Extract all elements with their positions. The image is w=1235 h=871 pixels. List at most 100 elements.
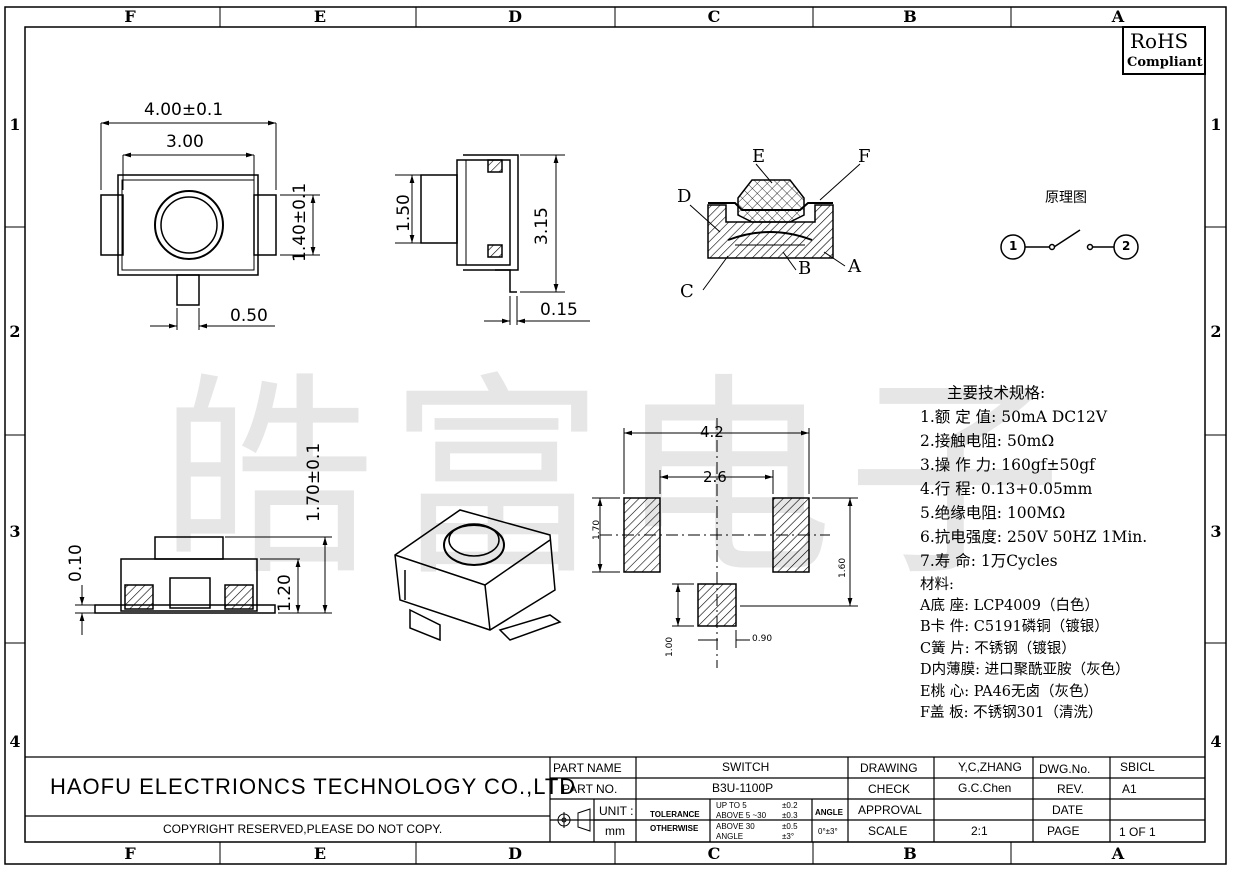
zone-row-2-right: 2: [1210, 322, 1222, 341]
tol-value: ±0.5: [782, 822, 798, 831]
dim-front-body: 1.20: [275, 574, 295, 612]
callout-c: C: [680, 281, 694, 302]
spec-item: 5.绝缘电阻: 100MΩ: [920, 504, 1066, 522]
zone-row-1-right: 1: [1210, 115, 1222, 134]
top-view: [100, 120, 320, 330]
cross-section: [689, 163, 861, 291]
frame: [4, 6, 1227, 865]
unit-value: mm: [605, 824, 625, 838]
zone-row-3-right: 3: [1210, 522, 1222, 541]
tol-value: ±3°: [782, 832, 795, 841]
material-item: A底 座: LCP4009（白色）: [920, 598, 1099, 614]
zone-col-e: E: [313, 7, 327, 26]
spec-item: 2.接触电阻: 50mΩ: [920, 432, 1055, 450]
side-view: [395, 154, 590, 325]
zone-col-a-bottom: A: [1111, 844, 1125, 863]
pad-layout: [592, 418, 858, 668]
materials-title: 材料:: [920, 577, 954, 593]
callout-d: D: [677, 186, 692, 207]
dim-top-pin: 0.50: [230, 306, 268, 326]
isometric-view: [394, 509, 562, 642]
watermark: 皓富电子: [160, 354, 1076, 605]
callout-b: B: [798, 258, 812, 279]
dim-pad-small-h: 1.00: [665, 636, 675, 657]
tolerance-label: TOLERANCE: [650, 810, 700, 819]
date-label: DATE: [1052, 803, 1084, 817]
principle-label: 原理图: [1045, 190, 1087, 206]
otherwise-label: OTHERWISE: [650, 824, 699, 833]
dim-pad-span: 1.60: [838, 557, 848, 578]
spec-item: 7.寿 命: 1万Cycles: [920, 552, 1058, 570]
material-item: D内薄膜: 进口聚酰亚胺（灰色）: [920, 662, 1130, 678]
spec-item: 6.抗电强度: 250V 50HZ 1Min.: [920, 528, 1148, 546]
check-value: G.C.Chen: [958, 781, 1012, 795]
spec-item: 4.行 程: 0.13+0.05mm: [920, 480, 1093, 498]
tol-value: ±0.2: [782, 801, 798, 810]
principle-diagram: [1000, 229, 1139, 260]
zone-col-f-bottom: F: [124, 844, 136, 863]
zone-col-d-bottom: D: [508, 844, 522, 863]
zone-row-1: 1: [9, 115, 21, 134]
title-block-grid: [25, 756, 1205, 842]
part-no-label: PART NO.: [562, 782, 618, 796]
zone-col-b: B: [903, 7, 917, 26]
copyright-notice: COPYRIGHT RESERVED,PLEASE DO NOT COPY.: [163, 822, 443, 836]
dim-side-height: 3.15: [532, 207, 552, 245]
projection-symbol: [556, 808, 591, 832]
zone-row-3: 3: [9, 522, 21, 541]
scale-label: SCALE: [868, 824, 908, 838]
callout-a: A: [848, 256, 861, 277]
page-label: PAGE: [1047, 824, 1080, 838]
drawing-value: Y,C,ZHANG: [958, 760, 1022, 774]
dim-pad-small-w: 0.90: [752, 634, 773, 644]
approval-label: APPROVAL: [858, 803, 922, 817]
rohs-label: RoHS: [1130, 29, 1189, 53]
zone-col-c: C: [707, 7, 721, 26]
rohs-compliant-label: Compliant: [1127, 55, 1203, 70]
scale-value: 2:1: [971, 824, 988, 838]
material-item: E桃 心: PA46无卤（灰色）: [920, 684, 1099, 700]
zone-row-2: 2: [9, 322, 21, 341]
rev-label: REV.: [1057, 782, 1084, 796]
zone-col-c-bottom: C: [707, 844, 721, 863]
zone-col-d: D: [508, 7, 522, 26]
zone-col-a: A: [1111, 7, 1125, 26]
unit-label: UNIT :: [599, 804, 634, 818]
pin-2-label: 2: [1122, 239, 1131, 253]
dim-front-total: 1.70±0.1: [304, 442, 324, 522]
part-name-label: PART NAME: [553, 761, 622, 775]
zone-row-4: 4: [9, 732, 21, 751]
angle-label: ANGLE: [815, 808, 843, 817]
check-label: CHECK: [868, 782, 911, 796]
rev-value: A1: [1122, 782, 1137, 796]
spec-item: 1.额 定 值: 50mA DC12V: [920, 408, 1108, 426]
dim-pad-h: 1.70: [592, 519, 602, 540]
front-view: [75, 536, 332, 635]
material-item: F盖 板: 不锈钢301（清洗）: [920, 705, 1103, 721]
tol-line: ABOVE 30: [716, 822, 755, 831]
part-no-value: B3U-1100P: [712, 781, 774, 795]
zone-col-b-bottom: B: [903, 844, 917, 863]
specs-title: 主要技术规格:: [947, 384, 1046, 402]
dim-top-width: 4.00±0.1: [144, 100, 224, 120]
zone-col-e-bottom: E: [313, 844, 327, 863]
material-item: C簧 片: 不锈钢（镀银）: [920, 641, 1076, 657]
drawing-label: DRAWING: [860, 761, 918, 775]
dwg-value: SBICL: [1120, 760, 1155, 774]
dim-side-button: 1.50: [394, 194, 414, 232]
callout-f: F: [858, 146, 871, 167]
dim-top-height: 1.40±0.1: [290, 182, 310, 262]
dim-pad-inner: 2.6: [703, 468, 727, 486]
page-value: 1 OF 1: [1119, 825, 1156, 839]
material-item: B卡 件: C5191磷铜（镀银）: [920, 619, 1109, 635]
part-name-value: SWITCH: [722, 760, 770, 774]
dim-top-inner: 3.00: [166, 132, 204, 152]
angle-value: 0°±3°: [818, 827, 838, 836]
spec-item: 3.操 作 力: 160gf±50gf: [920, 456, 1095, 474]
dim-side-thickness: 0.15: [540, 300, 578, 320]
zone-row-4-right: 4: [1210, 732, 1222, 751]
pin-1-label: 1: [1009, 239, 1018, 253]
dim-pad-outer: 4.2: [700, 423, 724, 441]
zone-col-f: F: [124, 7, 136, 26]
